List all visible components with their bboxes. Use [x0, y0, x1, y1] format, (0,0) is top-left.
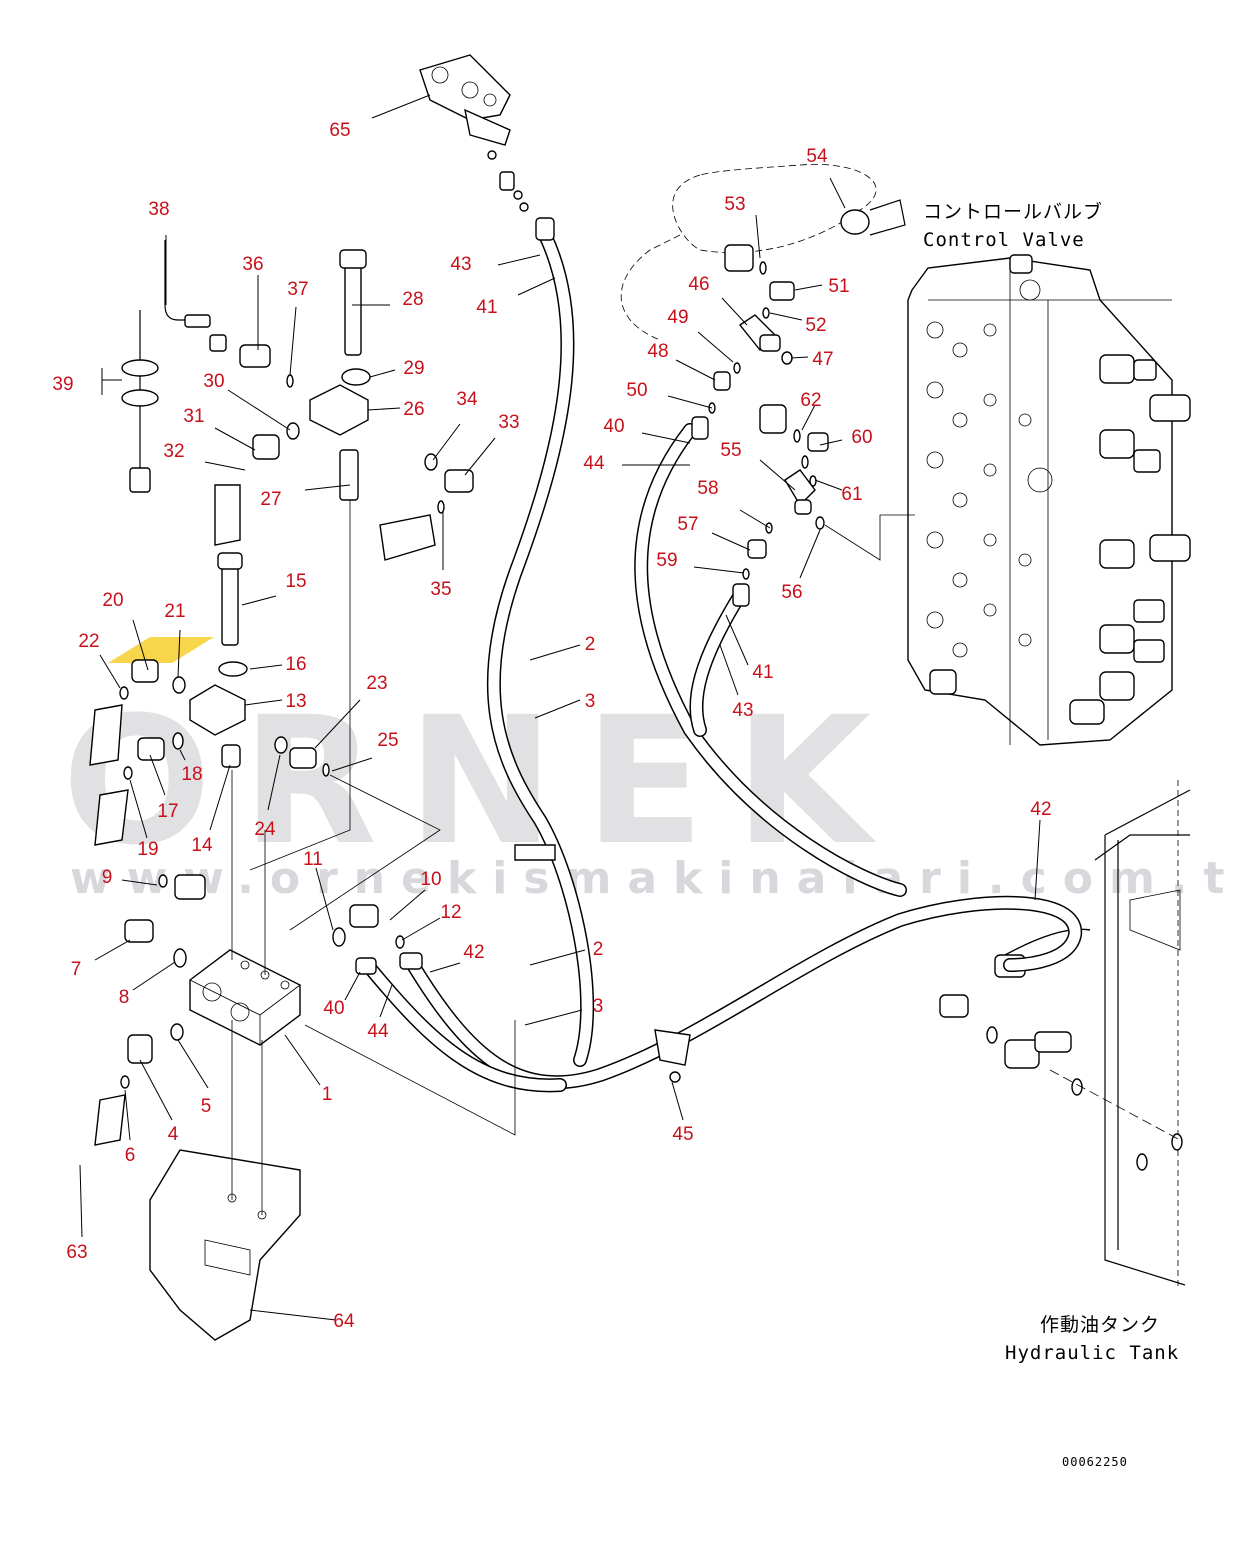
manifold-block-drawing [94, 770, 516, 1341]
callout-23: 23 [366, 673, 387, 694]
callout-7: 7 [71, 959, 82, 980]
callout-17: 17 [157, 801, 178, 822]
callout-64: 64 [333, 1311, 355, 1332]
hydraulic-tank-caption-en: Hydraulic Tank [1005, 1342, 1179, 1364]
callout-3: 3 [585, 691, 596, 712]
callout-61: 61 [841, 484, 862, 505]
callout-5: 5 [201, 1096, 212, 1117]
callout-3: 3 [593, 996, 604, 1017]
callout-9: 9 [102, 867, 113, 888]
callout-21: 21 [164, 601, 185, 622]
callout-46: 46 [688, 274, 709, 295]
callout-47: 47 [812, 349, 833, 370]
callout-30: 30 [203, 371, 224, 392]
control-valve-caption-jp: コントロールバルブ [923, 200, 1103, 223]
hoses [355, 217, 1083, 1093]
callout-39: 39 [52, 374, 73, 395]
callout-27: 27 [260, 489, 281, 510]
callout-14: 14 [191, 835, 213, 856]
callout-44: 44 [367, 1021, 389, 1042]
callout-16: 16 [285, 654, 306, 675]
callout-43: 43 [450, 254, 471, 275]
callout-11: 11 [303, 849, 323, 870]
callout-31: 31 [183, 406, 204, 427]
document-number: 00062250 [1062, 1455, 1128, 1469]
callout-2: 2 [593, 939, 604, 960]
callout-15: 15 [285, 571, 306, 592]
callout-58: 58 [697, 478, 718, 499]
callout-24: 24 [254, 819, 276, 840]
control-valve-caption-en: Control Valve [923, 229, 1085, 251]
callout-63: 63 [66, 1242, 87, 1263]
watermark-accent-shape [108, 637, 214, 663]
callout-57: 57 [677, 514, 698, 535]
callout-38: 38 [148, 199, 169, 220]
callout-10: 10 [420, 869, 441, 890]
callout-33: 33 [498, 412, 519, 433]
callout-8: 8 [119, 987, 130, 1008]
pump-flange-drawing [419, 54, 529, 212]
callout-36: 36 [242, 254, 263, 275]
callout-4: 4 [168, 1124, 179, 1145]
callout-35: 35 [430, 579, 451, 600]
callout-50: 50 [626, 380, 647, 401]
callout-52: 52 [805, 315, 826, 336]
callout-29: 29 [403, 358, 424, 379]
callout-59: 59 [656, 550, 677, 571]
callout-13: 13 [285, 691, 306, 712]
callout-40: 40 [603, 416, 624, 437]
leader-lines [79, 94, 1041, 1321]
callout-65: 65 [329, 120, 350, 141]
upper-left-fittings-drawing [89, 240, 474, 871]
callout-53: 53 [724, 194, 745, 215]
callout-62: 62 [800, 390, 821, 411]
callout-6: 6 [125, 1145, 136, 1166]
valve-fittings-drawing [620, 163, 906, 580]
callout-26: 26 [403, 399, 424, 420]
callout-22: 22 [78, 631, 99, 652]
callout-60: 60 [851, 427, 872, 448]
control-valve-drawing [824, 254, 1191, 746]
callout-51: 51 [828, 276, 849, 297]
callout-49: 49 [667, 307, 688, 328]
callout-40: 40 [323, 998, 344, 1019]
callout-56: 56 [781, 582, 802, 603]
callout-42: 42 [1030, 799, 1051, 820]
callout-1: 1 [322, 1084, 333, 1105]
callout-18: 18 [181, 764, 202, 785]
callout-25: 25 [377, 730, 398, 751]
callout-32: 32 [163, 441, 184, 462]
callout-41: 41 [476, 297, 497, 318]
watermark-url: www.ornekismakinalari.com.tr [70, 853, 1243, 904]
callout-2: 2 [585, 634, 596, 655]
callout-44: 44 [583, 453, 605, 474]
callout-37: 37 [287, 279, 308, 300]
callout-45: 45 [672, 1124, 693, 1145]
callout-55: 55 [720, 440, 741, 461]
callout-41: 41 [752, 662, 773, 683]
callout-12: 12 [440, 902, 461, 923]
callout-19: 19 [137, 839, 158, 860]
hydraulic-tank-caption-jp: 作動油タンク [1040, 1314, 1160, 1336]
callout-34: 34 [456, 389, 478, 410]
callout-42: 42 [463, 942, 484, 963]
callout-54: 54 [806, 146, 828, 167]
callout-43: 43 [732, 700, 753, 721]
callout-48: 48 [647, 341, 668, 362]
callout-20: 20 [102, 590, 123, 611]
callout-28: 28 [402, 289, 423, 310]
